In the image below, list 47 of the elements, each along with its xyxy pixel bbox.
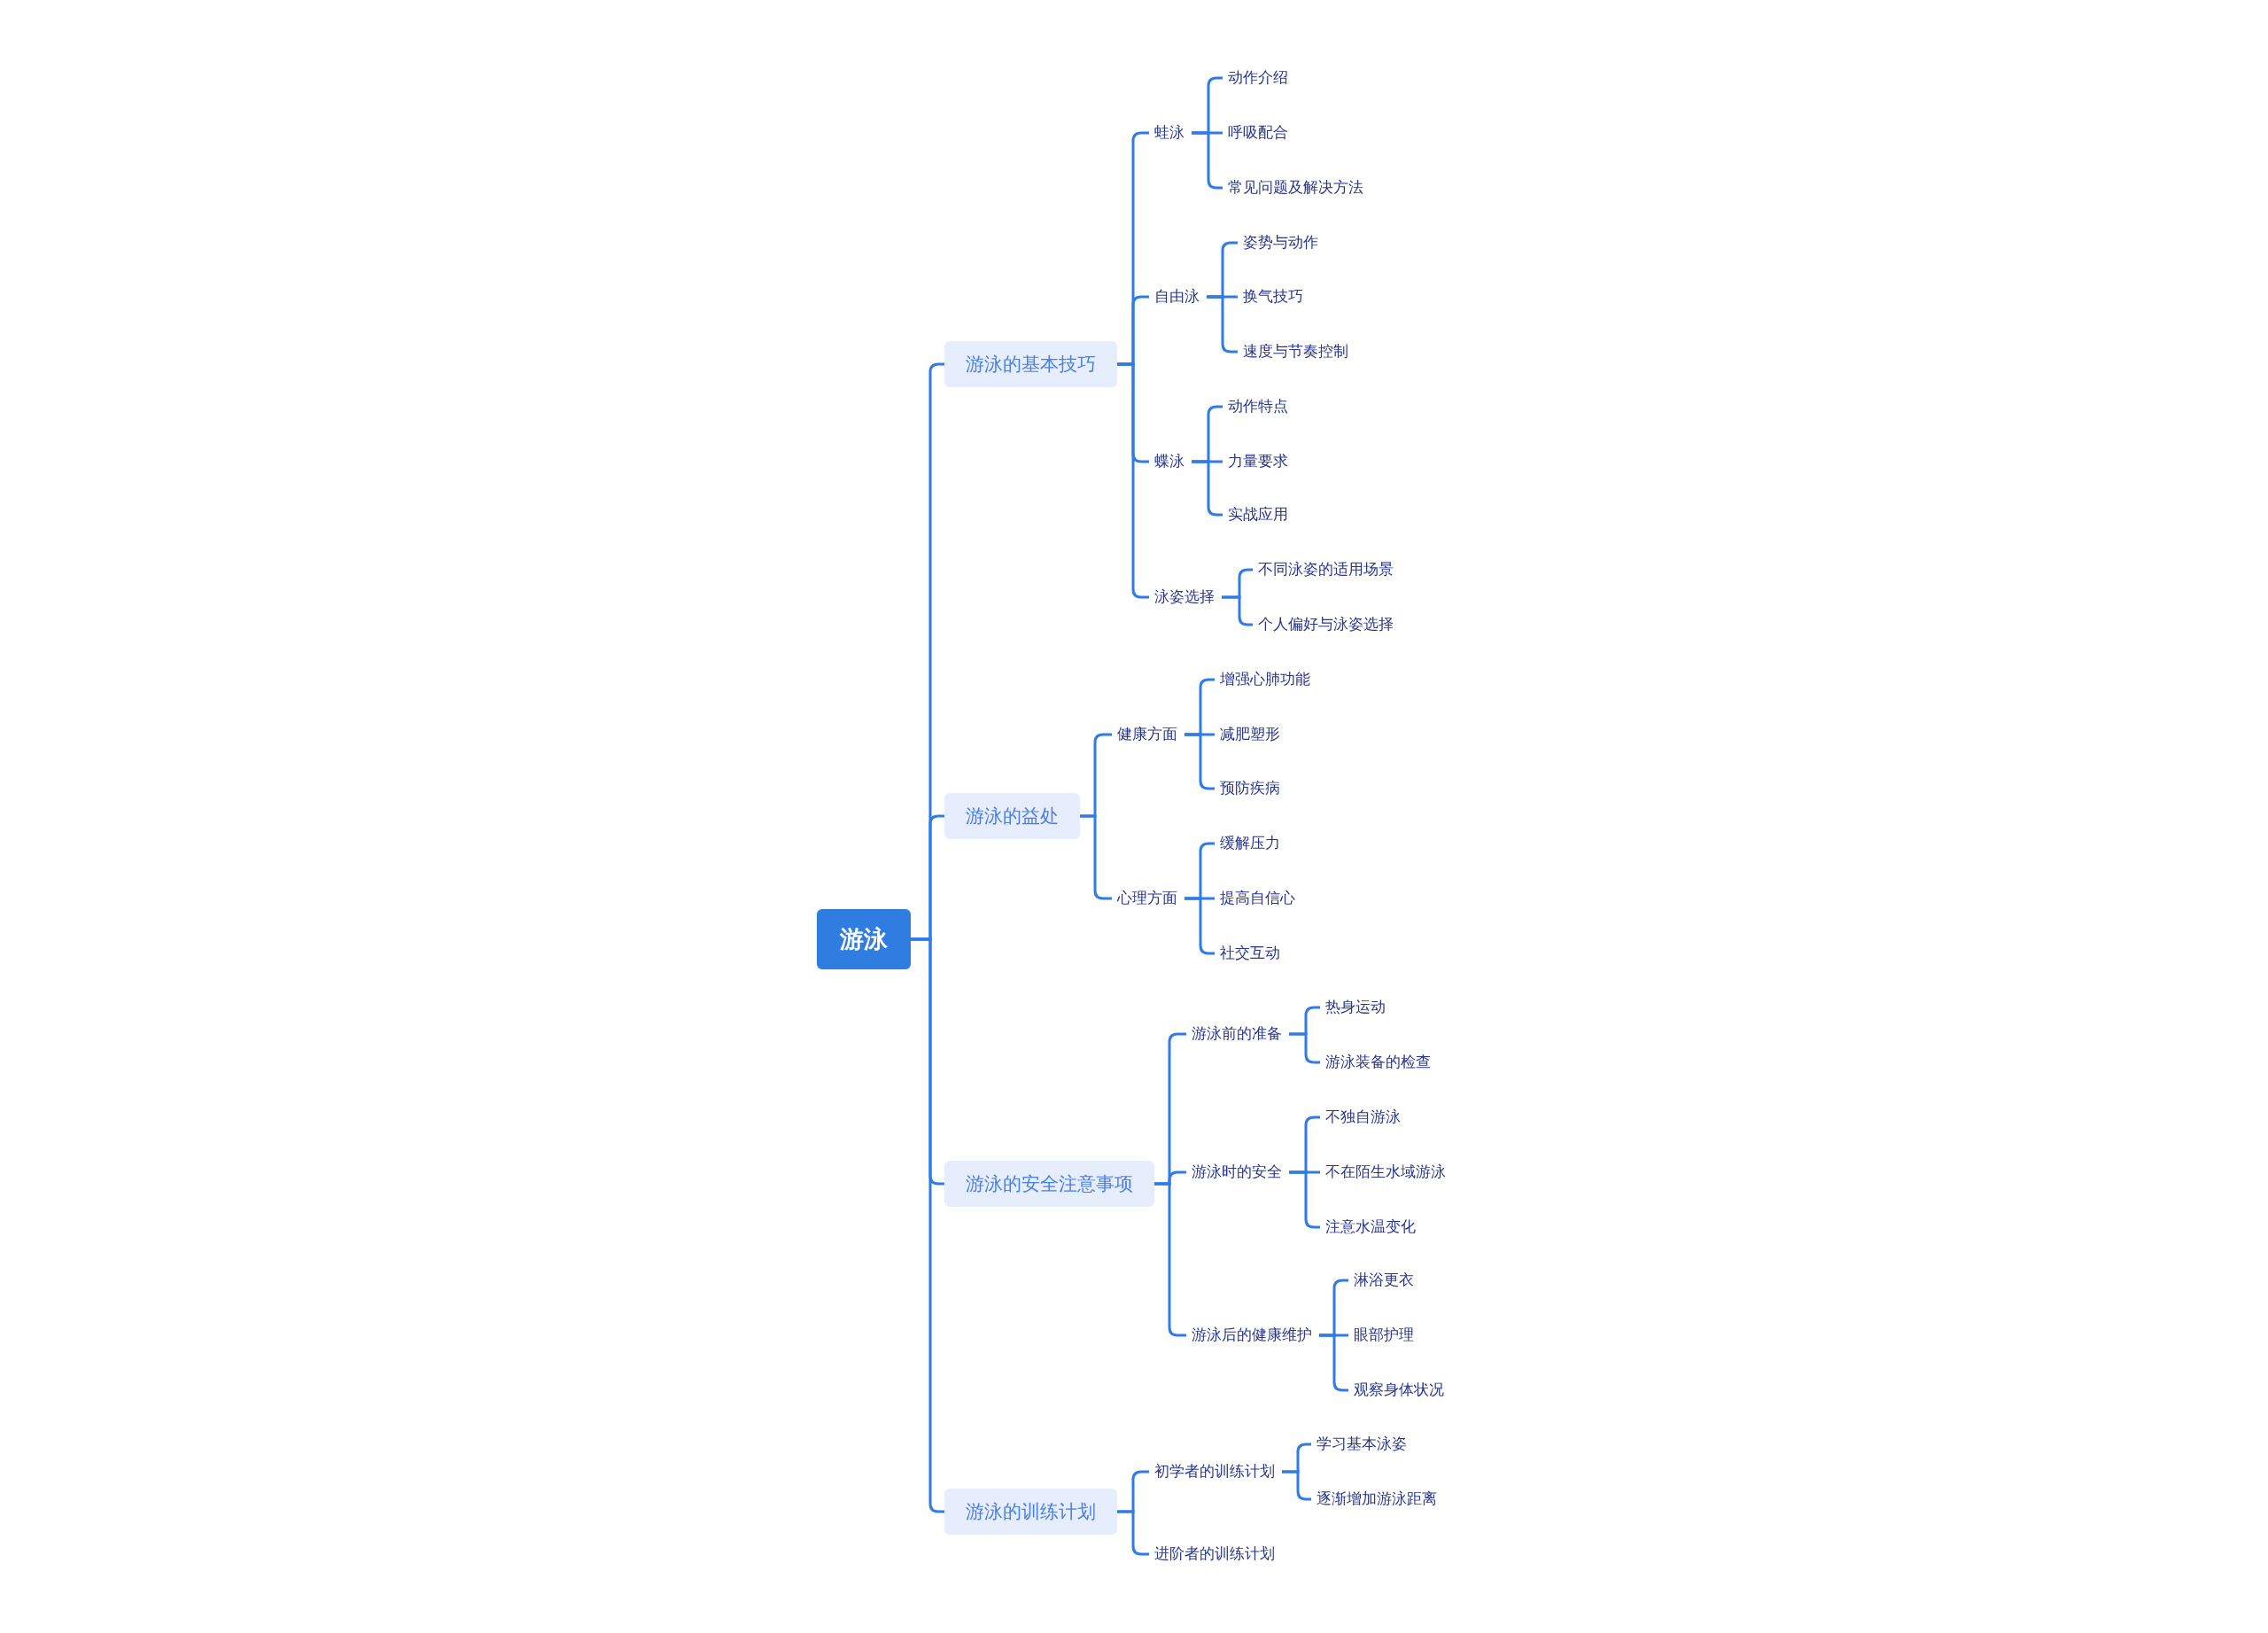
subtopic-label: 动作介绍: [1228, 66, 1288, 89]
connector-line: [1222, 595, 1253, 626]
subtopic-label: 眼部护理: [1354, 1324, 1414, 1347]
subtopic-label: 学习基本泳姿: [1317, 1433, 1407, 1456]
subtopic-label: 动作特点: [1228, 395, 1288, 418]
connector-line: [1117, 1510, 1149, 1556]
subtopic-label: 速度与节奏控制: [1243, 340, 1348, 363]
subtopic-label: 不同泳姿的适用场景: [1258, 558, 1394, 581]
subtopic-label: 预防疾病: [1220, 777, 1280, 800]
subtopic-label: 提高自信心: [1220, 887, 1295, 910]
root-topic-box: 游泳: [817, 909, 911, 969]
subtopic-label: 游泳前的准备: [1192, 1023, 1282, 1046]
subtopic-label: 呼吸配合: [1228, 121, 1288, 144]
subtopic-label: 游泳后的健康维护: [1192, 1324, 1312, 1347]
subtopic-label: 进阶者的训练计划: [1154, 1543, 1275, 1566]
subtopic-label: 蝶泳: [1154, 450, 1184, 473]
subtopic-label: 泳姿选择: [1154, 586, 1215, 609]
subtopic-label: 游泳时的安全: [1192, 1161, 1282, 1184]
connector-line: [1282, 1470, 1311, 1501]
subtopic-label: 注意水温变化: [1325, 1216, 1416, 1239]
main-topic-box: 游泳的益处: [944, 793, 1080, 839]
subtopic-label: 常见问题及解决方法: [1228, 176, 1363, 199]
subtopic-label: 热身运动: [1325, 996, 1386, 1019]
subtopic-label: 游泳装备的检查: [1325, 1051, 1431, 1074]
subtopic-label: 蛙泳: [1154, 121, 1184, 144]
subtopic-label: 缓解压力: [1220, 832, 1280, 855]
subtopic-label: 不在陌生水域游泳: [1325, 1161, 1446, 1184]
subtopic-label: 减肥塑形: [1220, 723, 1280, 746]
subtopic-label: 社交互动: [1220, 942, 1280, 965]
subtopic-label: 淋浴更衣: [1354, 1269, 1414, 1292]
subtopic-label: 初学者的训练计划: [1154, 1460, 1275, 1483]
subtopic-label: 个人偏好与泳姿选择: [1258, 613, 1394, 636]
subtopic-label: 姿势与动作: [1243, 231, 1318, 254]
subtopic-label: 观察身体状况: [1354, 1379, 1444, 1402]
main-topic-box: 游泳的安全注意事项: [944, 1161, 1154, 1207]
subtopic-label: 换气技巧: [1243, 285, 1303, 308]
main-topic-box: 游泳的训练计划: [944, 1489, 1117, 1535]
subtopic-label: 健康方面: [1117, 723, 1177, 746]
subtopic-label: 心理方面: [1117, 887, 1177, 910]
subtopic-label: 逐渐增加游泳距离: [1317, 1488, 1437, 1511]
subtopic-label: 增强心肺功能: [1220, 668, 1310, 691]
connector-line: [1289, 1032, 1320, 1064]
subtopic-label: 实战应用: [1228, 503, 1288, 526]
subtopic-label: 不独自游泳: [1325, 1106, 1401, 1129]
main-topic-box: 游泳的基本技巧: [944, 341, 1117, 387]
subtopic-label: 自由泳: [1154, 285, 1200, 308]
subtopic-label: 力量要求: [1228, 450, 1288, 473]
